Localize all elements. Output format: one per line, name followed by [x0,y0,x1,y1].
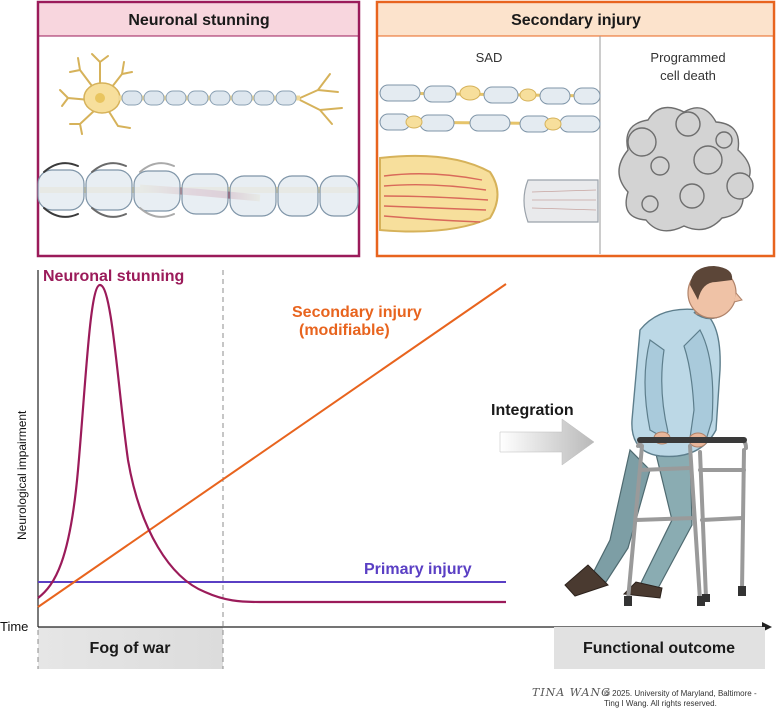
primary-curve-label: Primary injury [364,561,472,578]
apoptotic-cell [618,106,754,232]
stunning-panel: Neuronal stunning [36,0,361,258]
sad-label: SAD [476,50,503,65]
neuron-illustration [59,53,343,135]
fog-of-war-label: Fog of war [90,640,171,657]
sad-axons [379,84,601,133]
secondary-panel: Secondary injury SAD Programmed cell dea… [375,0,776,258]
copyright-line-2: Ting I Wang. All rights reserved. [604,699,717,708]
x-axis-label: Time [0,619,28,634]
functional-outcome-box [554,627,765,669]
death-label-line2: cell death [660,68,716,83]
myelinated-axon-closeup [37,162,359,218]
functional-outcome-label: Functional outcome [583,640,735,657]
integration-arrow-icon [499,418,595,466]
elderly-man-with-walker-illustration [564,266,748,606]
secondary-curve-label-line1: Secondary injury [292,304,422,321]
y-axis-label: Neurological impairment [15,410,29,540]
secondary-curve-label-line2: (modifiable) [299,322,390,339]
secondary-injury-curve [37,283,507,608]
credit-footer: TINA WANG © 2025. University of Maryland… [532,686,772,710]
stunning-curve-label: Neuronal stunning [43,268,184,285]
impairment-graph: Neurological impairment Time Neuronal st… [0,268,772,669]
neuronal-stunning-curve [37,283,506,604]
secondary-panel-title: Secondary injury [511,12,641,29]
artist-signature: TINA WANG [532,686,611,699]
retraction-bulb [379,154,599,233]
copyright-text: © 2025. University of Maryland, Baltimor… [604,689,777,709]
fog-of-war-box [38,627,223,669]
integration-label: Integration [491,402,574,419]
stunning-panel-title: Neuronal stunning [128,12,269,29]
copyright-line-1: © 2025. University of Maryland, Baltimor… [604,689,757,698]
death-label-line1: Programmed [650,50,725,65]
